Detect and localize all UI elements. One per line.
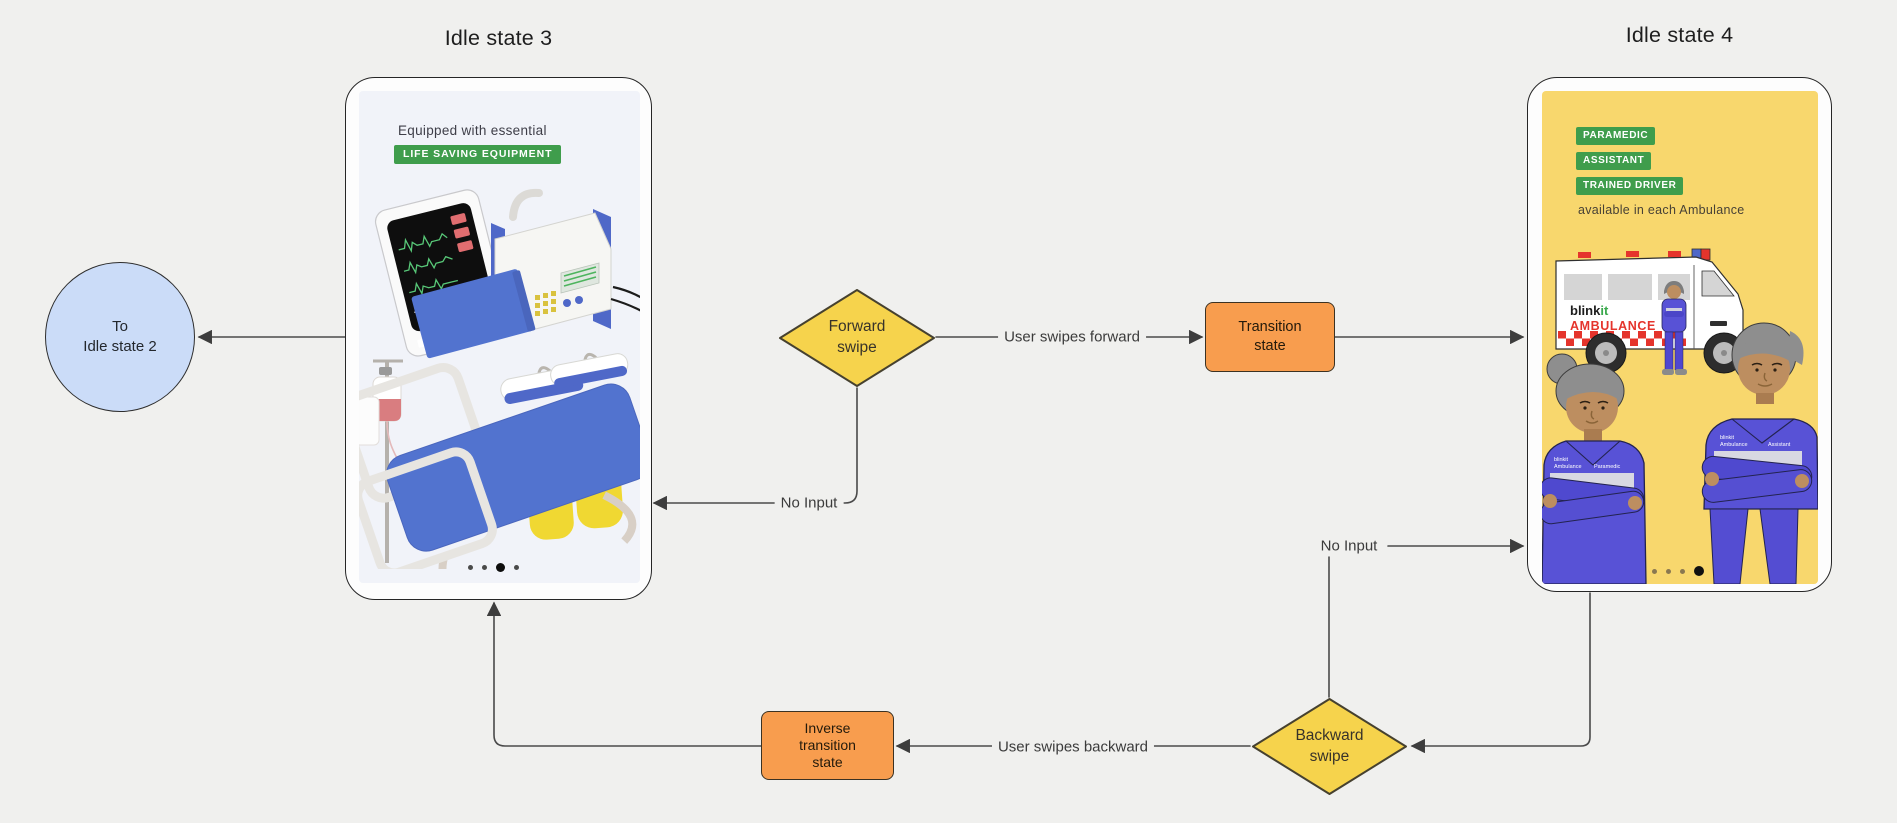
equipment-heading: Equipped with essential [398,123,547,138]
svg-text:Ambulance: Ambulance [1554,464,1582,470]
diamond-shape [1252,698,1407,795]
no-input-label-idle3: No Input [774,493,844,513]
equipment-panel [411,269,536,359]
to-idle-state-2-node: To Idle state 2 [45,262,195,412]
edge-idle4-to-backward [1410,592,1591,754]
svg-text:Paramedic: Paramedic [1594,464,1621,470]
to-idle-state-2-label: To Idle state 2 [83,317,157,355]
life-saving-equipment-badge: LIFE SAVING EQUIPMENT [394,145,562,164]
user-swipes-forward-label: User swipes forward [998,327,1146,347]
role-badges: PARAMEDIC ASSISTANT TRAINED DRIVER [1576,127,1684,195]
page-indicator [359,563,634,572]
page-dot [1666,568,1671,574]
uniform-tag-right: blinkit [1720,435,1735,441]
page-dot-active [1694,566,1704,576]
page-dot [514,565,519,570]
male-paramedic: blinkit Ambulance Assistant [1701,322,1818,584]
page-dot [468,565,473,570]
blinkit-logo: blinkit [1570,303,1609,318]
svg-text:Assistant: Assistant [1768,442,1791,448]
user-swipes-backward-label: User swipes backward [991,737,1155,757]
page-dot [482,565,487,570]
ambulance: blinkit AMBULANCE [1555,248,1745,374]
assistant-badge: ASSISTANT [1576,152,1652,170]
page-indicator [1542,566,1816,576]
female-paramedic: blinkit Ambulance Paramedic [1542,353,1647,584]
diamond-shape [779,289,935,387]
svg-text:Ambulance: Ambulance [1720,442,1748,448]
edge-noinput-to-idle3 [652,387,858,511]
paramedic-badge: PARAMEDIC [1576,127,1656,145]
idle-state-3-screen: Equipped with essential LIFE SAVING EQUI… [359,91,640,583]
page-dot-active [496,563,505,572]
paramedic-figure [1661,281,1687,375]
page-dot [1680,568,1685,574]
ambulance-illustration: blinkit AMBULANCE [1542,248,1818,584]
edge-inverse-to-idle3 [486,601,762,747]
backward-swipe-decision: Backward swipe [1251,697,1408,796]
medical-equipment-illustration [359,188,640,569]
inverse-transition-state-node: Inverse transition state [761,711,894,780]
availability-caption: available in each Ambulance [1578,203,1745,217]
idle-state-3-phone: Equipped with essential LIFE SAVING EQUI… [345,77,652,600]
idle-state-3-title: Idle state 3 [444,26,553,50]
no-input-label-idle4: No Input [1314,536,1384,556]
transition-state-node: Transition state [1205,302,1335,372]
ambulance-wordmark: AMBULANCE [1570,319,1656,333]
uniform-tag-left: blinkit [1554,457,1569,463]
hospital-bed [359,363,640,569]
page-dot [1652,568,1657,574]
tray-2 [550,352,629,389]
idle-state-4-phone: blinkit AMBULANCE [1527,77,1832,592]
forward-swipe-decision: Forward swipe [778,288,936,388]
idle-state-4-title: Idle state 4 [1625,23,1734,47]
idle-state-4-screen: blinkit AMBULANCE [1542,91,1818,584]
trained-driver-badge: TRAINED DRIVER [1576,177,1684,195]
